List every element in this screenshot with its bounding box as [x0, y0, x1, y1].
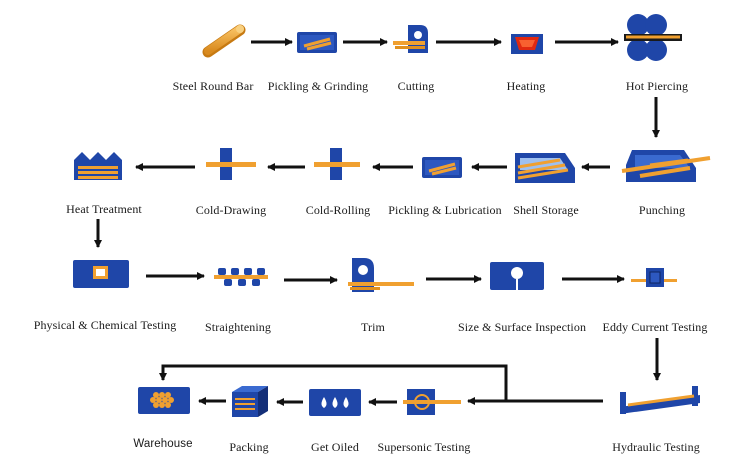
- cold-drawing-icon: [206, 148, 256, 180]
- step-label-supersonic-testing: Supersonic Testing: [377, 440, 471, 454]
- step-label-shell-storage: Shell Storage: [513, 203, 579, 217]
- step-label-straightening: Straightening: [205, 320, 271, 334]
- flow-arrows: [94, 38, 661, 406]
- inspection-lamp-icon: [490, 262, 544, 290]
- shell-storage-icon: [515, 153, 575, 183]
- pickling-tank-icon: [422, 157, 462, 178]
- cold-rolling-icon: [314, 148, 360, 180]
- step-label-heating: Heating: [506, 79, 546, 93]
- step-label-size-surface-inspection: Size & Surface Inspection: [457, 320, 587, 334]
- step-label-get-oiled: Get Oiled: [311, 440, 359, 454]
- piercing-rolls-icon: [624, 14, 682, 61]
- hydraulic-press-icon: [620, 386, 700, 414]
- step-label-packing: Packing: [229, 440, 269, 454]
- warehouse-pile-icon: [138, 387, 190, 414]
- step-label-hot-piercing: Hot Piercing: [625, 79, 689, 93]
- step-label-punching: Punching: [638, 203, 686, 217]
- oil-drops-icon: [309, 389, 361, 416]
- step-label-pickling-lubrication: Pickling & Lubrication: [388, 203, 502, 217]
- steel-bar-icon: [202, 24, 246, 58]
- cutting-saw-icon: [393, 25, 428, 53]
- straightening-rolls-icon: [214, 268, 268, 286]
- step-label-physical-chemical-testing: Physical & Chemical Testing: [33, 318, 177, 332]
- step-label-eddy-current-testing: Eddy Current Testing: [602, 320, 708, 334]
- eddy-current-icon: [631, 268, 677, 287]
- trim-saw-icon: [348, 258, 414, 292]
- ultrasonic-icon: [403, 389, 461, 415]
- pickling-tank-icon: [297, 32, 337, 53]
- step-label-pickling-grinding: Pickling & Grinding: [267, 79, 369, 93]
- step-label-cold-rolling: Cold-Rolling: [305, 203, 371, 217]
- punching-icon: [621, 150, 711, 182]
- step-label-hydraulic-testing: Hydraulic Testing: [612, 440, 700, 454]
- step-label-steel-round-bar: Steel Round Bar: [172, 79, 254, 93]
- heat-treatment-icon: [74, 152, 122, 180]
- step-label-trim: Trim: [361, 320, 385, 334]
- furnace-icon: [511, 34, 543, 54]
- packing-box-icon: [232, 386, 268, 417]
- step-label-warehouse: Warehouse: [133, 438, 193, 450]
- step-label-cold-drawing: Cold-Drawing: [195, 203, 267, 217]
- monitor-icon: [73, 260, 129, 288]
- step-label-cutting: Cutting: [397, 79, 435, 93]
- arrow-bypass-to-warehouse: [159, 364, 508, 401]
- step-label-heat-treatment: Heat Treatment: [66, 202, 142, 216]
